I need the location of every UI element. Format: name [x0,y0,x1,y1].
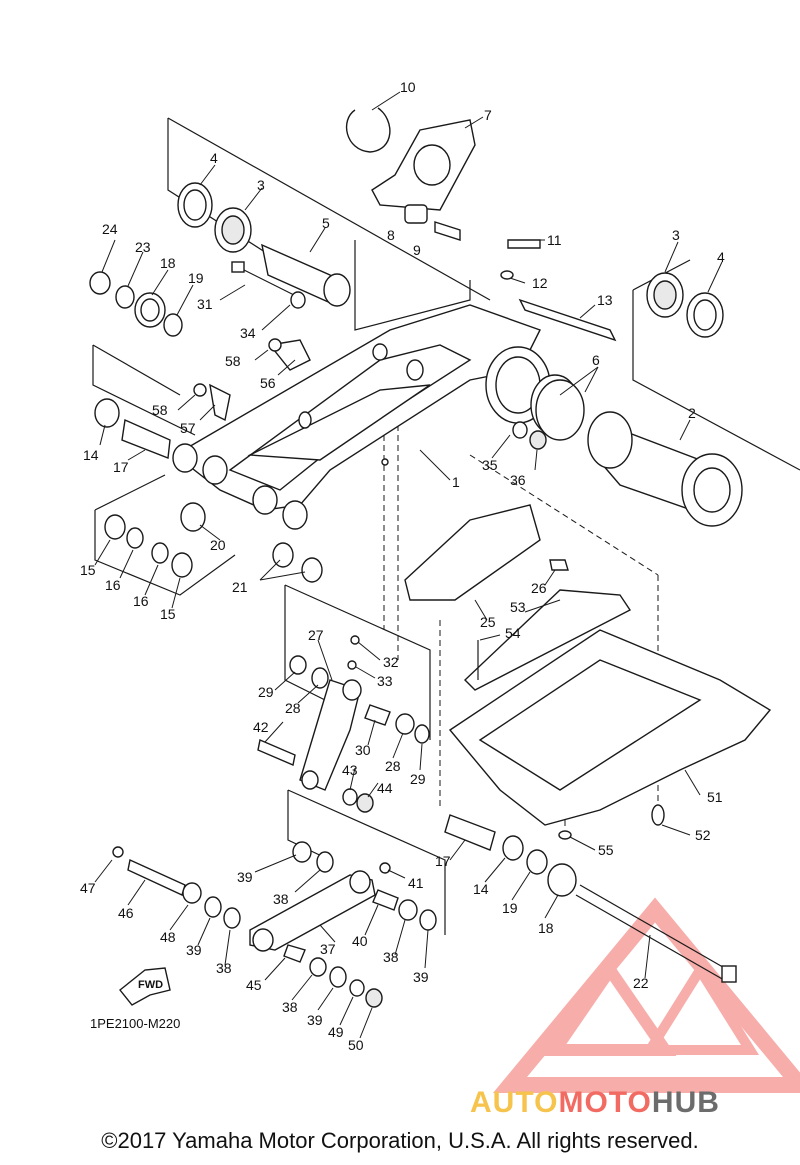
forward-arrow-icon: FWD [119,967,171,1006]
copyright-notice: ©2017 Yamaha Motor Corporation, U.S.A. A… [101,1128,699,1153]
label-part: 40 [352,933,368,949]
label-part: 38 [282,999,298,1015]
pivot-bushings [94,398,323,583]
label-part: 21 [232,579,248,595]
label-part: 51 [707,789,723,805]
label-part: 16 [133,593,149,609]
chain-guide-part [193,239,632,691]
label-part: 30 [355,742,371,758]
label-part: 1 [452,474,460,490]
label-part: 3 [257,177,265,193]
label-part: 25 [480,614,496,630]
label-part: 38 [383,949,399,965]
label-part: 8 [387,227,395,243]
drawing-code: 1PE2100-M220 [90,1016,180,1031]
label-part: 10 [400,79,416,95]
label-part: 20 [210,537,226,553]
label-part: 39 [307,1012,323,1028]
label-part: 58 [152,402,168,418]
label-part: 31 [197,296,213,312]
leader-lines [94,91,723,1039]
label-part: 45 [246,977,262,993]
label-part: 39 [237,869,253,885]
label-part: 38 [216,960,232,976]
label-part: 27 [308,627,324,643]
label-part: 24 [102,221,118,237]
label-part: 14 [473,881,489,897]
lower-shaft-part [444,814,737,983]
label-part: 15 [160,606,176,622]
label-part: 17 [435,853,451,869]
label-part: 4 [717,249,725,265]
pivot-bearings [89,182,724,338]
label-part: 12 [532,275,548,291]
label-part: 43 [342,762,358,778]
link-rod-part [112,841,437,1008]
label-part: 32 [383,654,399,670]
eccentric-adjuster-part [530,374,743,527]
label-part: 5 [322,215,330,231]
caliper-bracket-part [345,107,476,241]
label-part: 22 [633,975,649,991]
label-part: 9 [413,242,421,258]
label-part: 48 [160,929,176,945]
label-part: 39 [413,969,429,985]
label-part: 35 [482,457,498,473]
label-part: 29 [258,684,274,700]
label-part: 4 [210,150,218,166]
watermark-wordmark: AUTOMOTOHUB [470,1086,720,1119]
label-part: 26 [531,580,547,596]
label-part: 52 [695,827,711,843]
label-part: 6 [592,352,600,368]
label-part: 41 [408,875,424,891]
label-part: 17 [113,459,129,475]
label-part: 37 [320,941,336,957]
label-part: 19 [188,270,204,286]
relay-arm-part [257,635,430,813]
label-part: 46 [118,905,134,921]
label-part: 57 [180,420,196,436]
label-part: 58 [225,353,241,369]
label-part: 29 [410,771,426,787]
label-part: 53 [510,599,526,615]
label-part: 34 [240,325,256,341]
watermark-logo-icon [492,897,800,1093]
label-part: 19 [502,900,518,916]
label-part: 14 [83,447,99,463]
label-part: 7 [484,107,492,123]
mudguard-part [448,629,772,840]
label-part: 42 [253,719,269,735]
label-part: 50 [348,1037,364,1053]
label-part: 38 [273,891,289,907]
label-part: 11 [547,232,562,248]
label-part: 33 [377,673,393,689]
label-part: 18 [160,255,176,271]
label-part: 2 [688,405,696,421]
part-number-labels: 1 2 3 3 4 4 5 6 7 8 9 10 11 12 13 14 14 … [80,79,725,1053]
label-part: 23 [135,239,151,255]
swingarm-part [173,304,551,511]
label-part: 3 [672,227,680,243]
label-part: 18 [538,920,554,936]
label-part: 16 [105,577,121,593]
label-part: 13 [597,292,613,308]
label-part: 28 [385,758,401,774]
label-part: 36 [510,472,526,488]
label-part: 28 [285,700,301,716]
svg-text:FWD: FWD [138,979,163,991]
label-part: 55 [598,842,614,858]
label-part: 56 [260,375,276,391]
label-part: 39 [186,942,202,958]
label-part: 54 [505,625,521,641]
label-part: 47 [80,880,96,896]
label-part: 49 [328,1024,344,1040]
label-part: 44 [377,780,393,796]
label-part: 15 [80,562,96,578]
